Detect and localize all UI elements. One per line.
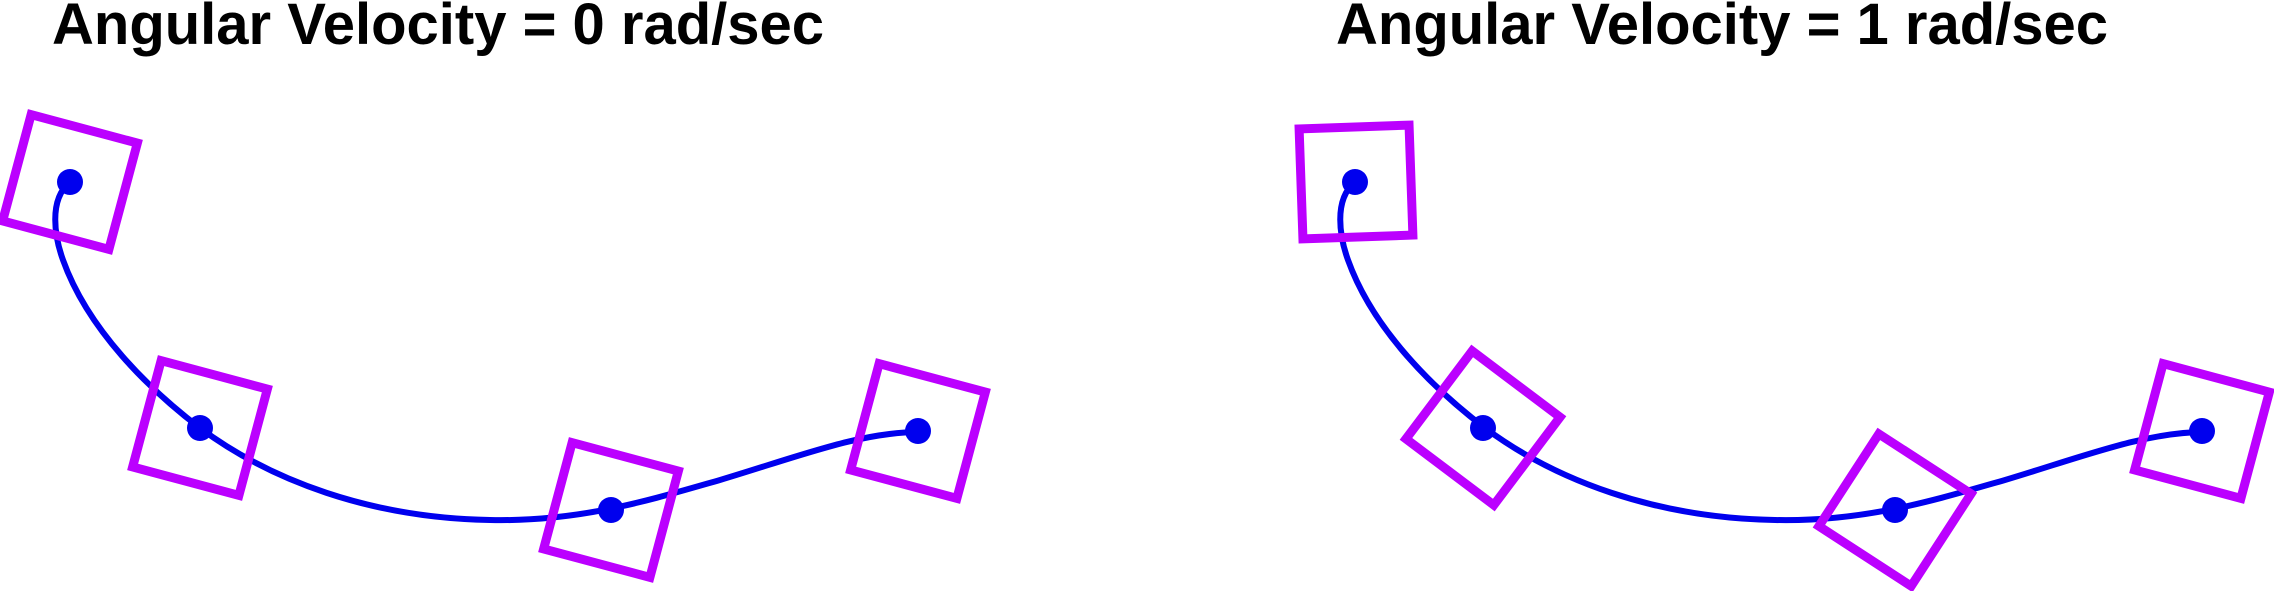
waypoint-right-1 (1342, 169, 1368, 195)
waypoint-left-2 (187, 415, 213, 441)
panel-title-left: Angular Velocity = 0 rad/sec (52, 0, 825, 57)
waypoint-right-2 (1470, 415, 1496, 441)
orientation-box-right-4 (2129, 358, 2274, 504)
orientation-box-left-2 (127, 355, 273, 501)
trajectory-path-right (1337, 179, 2208, 524)
orientation-box-right-1 (1294, 120, 1418, 244)
panel-left (0, 109, 991, 583)
orientation-box-right-2 (1399, 344, 1567, 512)
waypoint-left-1 (57, 169, 83, 195)
panel-right (1294, 120, 2274, 591)
orientation-box-right-3 (1812, 427, 1978, 591)
waypoint-left-3 (598, 497, 624, 523)
waypoint-right-4 (2189, 418, 2215, 444)
orientation-box-left-4 (845, 358, 991, 504)
trajectory-path-left (52, 179, 923, 524)
waypoint-left-4 (905, 418, 931, 444)
waypoint-right-3 (1882, 497, 1908, 523)
panel-title-right: Angular Velocity = 1 rad/sec (1336, 0, 2109, 57)
orientation-box-left-1 (0, 109, 143, 255)
orientation-box-left-3 (538, 437, 684, 583)
